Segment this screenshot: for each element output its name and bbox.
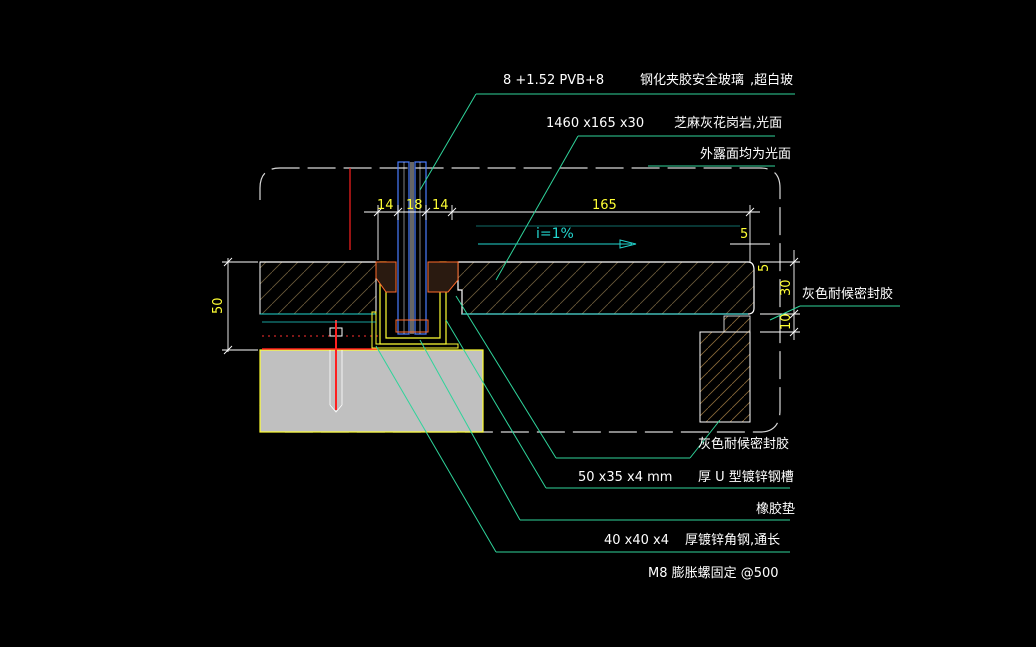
glass-pane-right xyxy=(414,161,427,335)
anchor-bolt xyxy=(329,320,343,413)
slope-label: i=1% xyxy=(536,226,574,242)
stone-desc-label: 芝麻灰花岗岩,光面 xyxy=(674,115,782,131)
stone-slab-right xyxy=(457,261,755,315)
dim-50: 50 xyxy=(211,297,226,314)
stone-size-label: 1460 x165 x30 xyxy=(546,116,644,131)
dim-14-right: 14 xyxy=(432,198,449,213)
setting-block xyxy=(395,319,429,333)
exposed-note-label: 外露面均为光面 xyxy=(700,147,791,162)
angle-desc-label: 厚镀锌角钢,通长 xyxy=(685,532,780,548)
sealant-bottom-label: 灰色耐候密封胶 xyxy=(698,436,789,452)
sealant-right-label: 灰色耐候密封胶 xyxy=(802,286,893,302)
stone-slab-left xyxy=(259,261,377,315)
glass-desc-label: 钢化夹胶安全玻璃 xyxy=(640,72,744,88)
rubber-pad-label: 橡胶垫 xyxy=(756,501,795,517)
glass-spec-label: 8 +1.52 PVB+8 xyxy=(503,73,604,88)
angle-size-label: 40 x40 x4 xyxy=(604,533,669,548)
dim-5-top: 5 xyxy=(740,227,748,242)
dim-10: 10 xyxy=(779,313,794,330)
dimension-lines xyxy=(222,205,800,355)
dim-30: 30 xyxy=(779,279,794,296)
bolt-label: M8 膨胀螺固定 @500 xyxy=(648,566,779,581)
dim-18: 18 xyxy=(406,198,423,213)
u-channel-size-label: 50 x35 x4 mm xyxy=(578,470,672,485)
stone-return xyxy=(699,331,751,423)
glass-suffix-label: ,超白玻 xyxy=(750,72,793,88)
glass-pane-left xyxy=(397,161,410,335)
u-channel-desc-label: 厚 U 型镀锌钢槽 xyxy=(698,469,794,485)
dim-165: 165 xyxy=(592,198,617,213)
angle-steel xyxy=(371,311,459,349)
concrete-base xyxy=(259,349,484,433)
dim-14-left: 14 xyxy=(377,198,394,213)
leader-lines xyxy=(375,93,900,553)
rubber-pad-left xyxy=(375,261,397,293)
sealant-strip xyxy=(723,315,751,333)
dim-5-side: 5 xyxy=(757,264,772,272)
rubber-pad-right xyxy=(427,261,459,293)
